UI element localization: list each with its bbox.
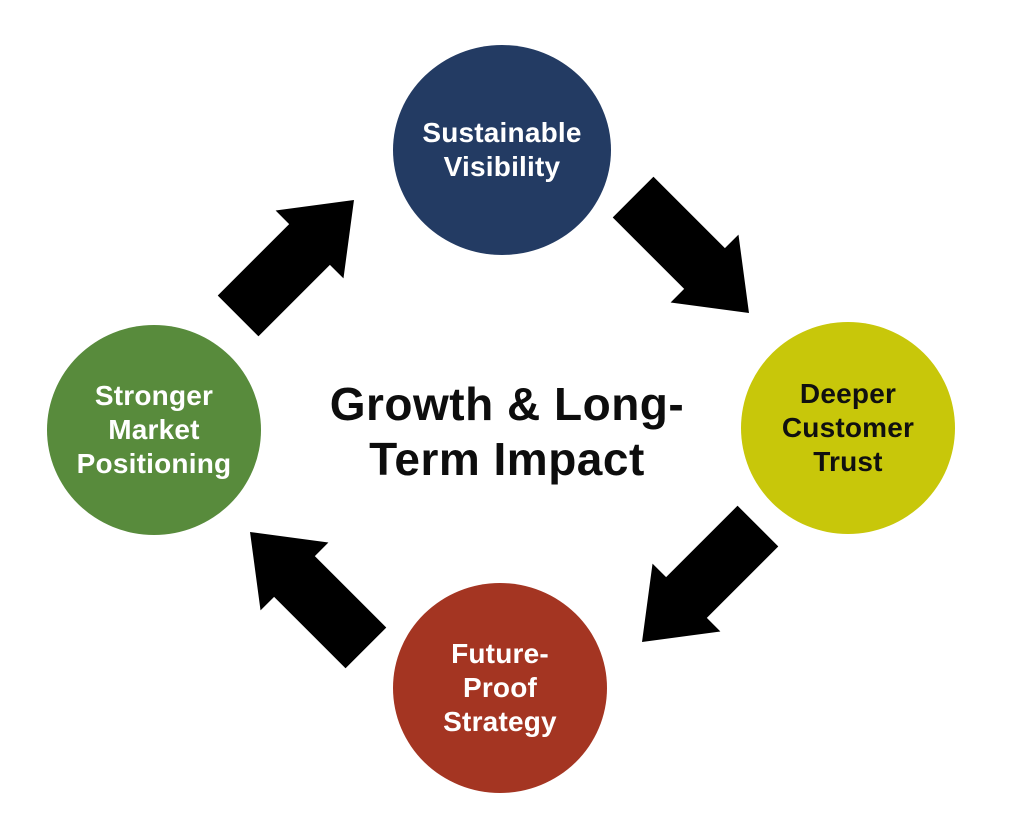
node-stronger-market-positioning: Stronger Market Positioning: [47, 325, 261, 535]
arrow-bottom-to-left-icon: [216, 498, 400, 682]
node-future-proof-strategy: Future- Proof Strategy: [393, 583, 607, 793]
node-label: Stronger Market Positioning: [76, 379, 232, 480]
node-label: Sustainable Visibility: [422, 116, 582, 182]
diagram-title: Growth & Long- Term Impact: [329, 377, 685, 485]
arrow-left-to-top-icon: [204, 166, 388, 350]
arrow-right-to-bottom-icon: [608, 492, 792, 676]
node-sustainable-visibility: Sustainable Visibility: [393, 45, 611, 255]
arrow-top-to-right-icon: [599, 163, 783, 347]
node-deeper-customer-trust: Deeper Customer Trust: [741, 322, 955, 534]
node-label: Deeper Customer Trust: [781, 377, 915, 478]
node-label: Future- Proof Strategy: [443, 637, 557, 738]
